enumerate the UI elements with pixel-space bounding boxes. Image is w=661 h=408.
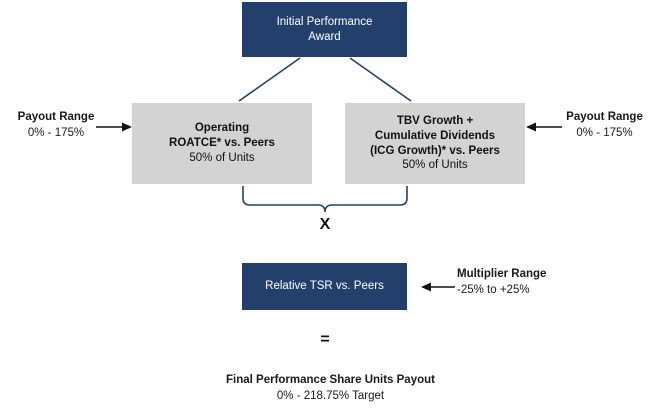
tbv-growth-line-1: TBV Growth +	[396, 115, 474, 128]
tbv-growth-box: TBV Growth + Cumulative Dividends (ICG G…	[345, 103, 525, 184]
initial-award-line-2: Award	[308, 30, 341, 43]
initial-performance-award-box: Initial Performance Award	[242, 2, 407, 57]
brace-under-metrics	[242, 186, 408, 213]
operating-roatce-units: 50% of Units	[189, 151, 255, 164]
tbv-growth-units: 50% of Units	[402, 159, 468, 172]
multiplier-range-value: -25% to +25%	[457, 283, 530, 296]
connector-top-to-left	[238, 57, 301, 102]
final-payout-footer: Final Performance Share Units Payout 0% …	[0, 372, 661, 404]
equals-operator: =	[320, 331, 330, 348]
initial-award-line-1: Initial Performance	[276, 15, 373, 28]
operating-roatce-box: Operating ROATCE* vs. Peers 50% of Units	[132, 103, 312, 184]
payout-range-right: Payout Range 0% - 175%	[548, 110, 661, 141]
connector-top-to-right	[349, 57, 412, 102]
tbv-growth-line-3: (ICG Growth)* vs. Peers	[370, 144, 500, 157]
final-payout-range: 0% - 218.75% Target	[276, 390, 385, 403]
operating-roatce-line-2: ROATCE* vs. Peers	[169, 137, 275, 150]
arrow-left-head	[122, 122, 132, 132]
payout-range-right-value: 0% - 175%	[576, 126, 633, 139]
relative-tsr-box: Relative TSR vs. Peers	[242, 263, 407, 310]
operating-roatce-line-1: Operating	[194, 122, 250, 135]
arrow-multiplier-head	[421, 282, 431, 292]
final-payout-title: Final Performance Share Units Payout	[226, 374, 435, 386]
relative-tsr-label: Relative TSR vs. Peers	[265, 280, 384, 293]
payout-range-left-title: Payout Range	[17, 111, 95, 123]
tbv-growth-line-2: Cumulative Dividends	[374, 129, 496, 142]
payout-range-left-value: 0% - 175%	[27, 126, 85, 139]
multiplier-range: Multiplier Range -25% to +25%	[440, 267, 620, 298]
payout-range-right-title: Payout Range	[566, 111, 643, 123]
payout-range-left: Payout Range 0% - 175%	[0, 110, 112, 141]
arrow-right-head	[526, 122, 536, 132]
multiply-operator: X	[319, 216, 331, 233]
multiplier-range-title: Multiplier Range	[457, 268, 547, 280]
